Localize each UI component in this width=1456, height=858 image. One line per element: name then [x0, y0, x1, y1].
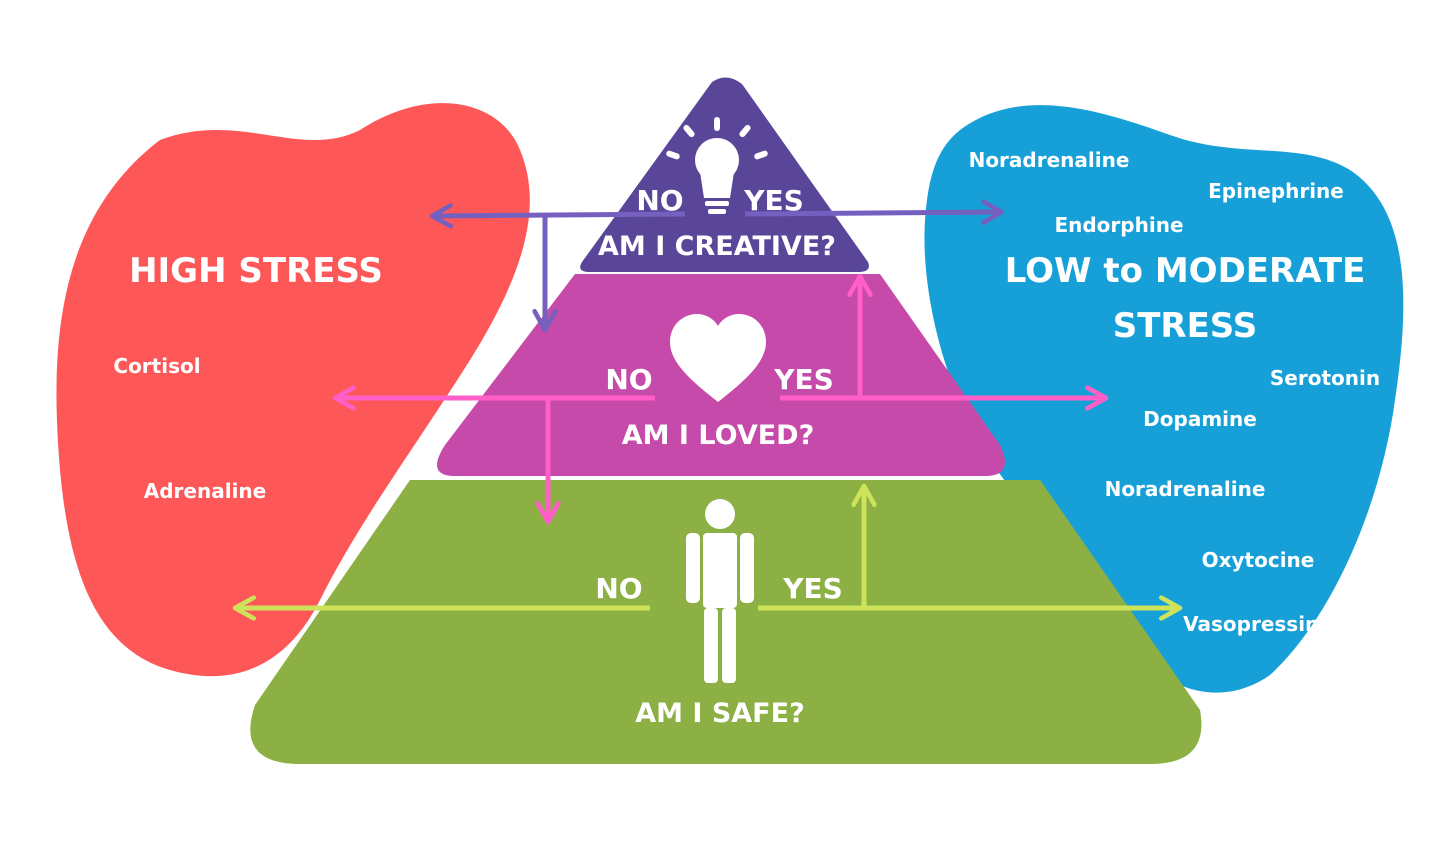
lightbulb-icon	[666, 117, 768, 214]
loved-no-label: NO	[605, 363, 652, 396]
high-stress-blob	[56, 103, 530, 677]
hormone-cortisol: Cortisol	[113, 354, 200, 378]
loved-yes-label: YES	[773, 363, 834, 396]
loved-question: AM I LOVED?	[622, 420, 815, 451]
heart-icon	[670, 314, 766, 402]
hormone-noradrenaline-1: Noradrenaline	[969, 148, 1130, 172]
hormone-vasopressine: Vasopressine	[1183, 612, 1333, 636]
hormone-epinephrine: Epinephrine	[1208, 179, 1344, 203]
hormone-serotonin: Serotonin	[1270, 366, 1380, 390]
safe-yes-label: YES	[782, 572, 843, 605]
creative-no-label: NO	[636, 184, 683, 217]
hormone-adrenaline: Adrenaline	[144, 479, 266, 503]
hormone-oxytocine: Oxytocine	[1202, 548, 1315, 572]
creative-yes-arrow	[744, 212, 1002, 214]
hormone-endorphine: Endorphine	[1054, 213, 1183, 237]
safe-no-label: NO	[595, 572, 642, 605]
safe-question: AM I SAFE?	[635, 698, 805, 729]
creative-no-arrow	[432, 214, 686, 216]
low-stress-title-line1: LOW to MODERATE	[1005, 251, 1366, 291]
low-stress-title-line2: STRESS	[1113, 306, 1258, 346]
hormone-noradrenaline-2: Noradrenaline	[1105, 477, 1266, 501]
creative-question: AM I CREATIVE?	[598, 231, 836, 262]
hormone-dopamine: Dopamine	[1143, 407, 1257, 431]
high-stress-title: HIGH STRESS	[129, 251, 383, 291]
low-stress-blob	[924, 105, 1404, 693]
creative-yes-label: YES	[743, 184, 804, 217]
person-icon	[686, 499, 754, 683]
